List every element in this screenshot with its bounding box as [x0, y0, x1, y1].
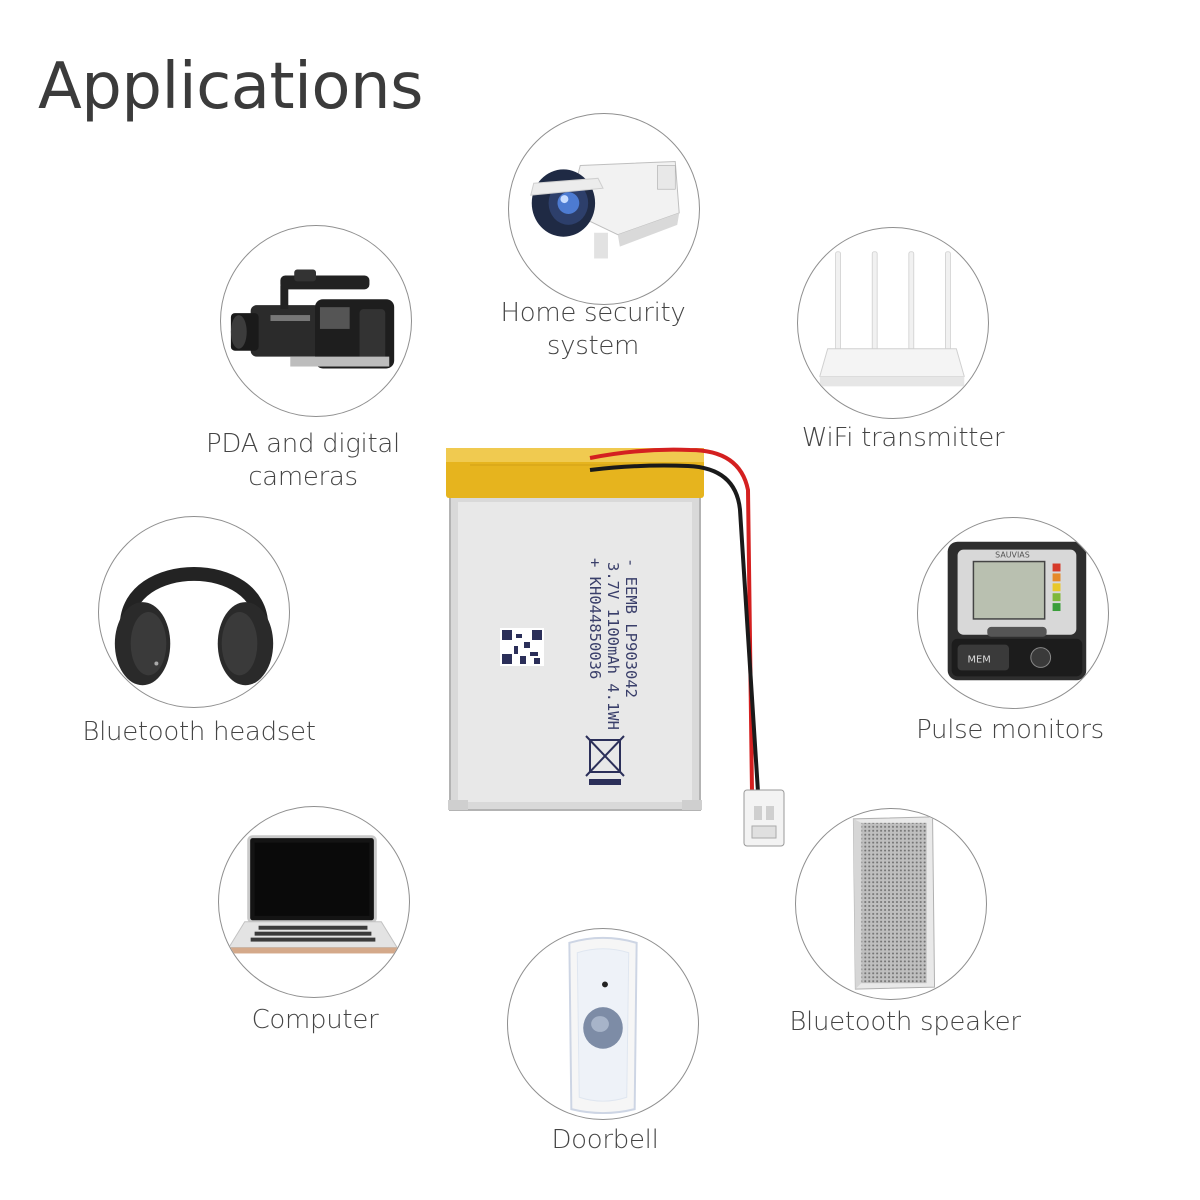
- battery-label-line3: + KH044850036: [586, 558, 604, 679]
- home-security-label-line2: system: [546, 331, 640, 361]
- headset-circle: [98, 516, 290, 708]
- speaker-label-line1: Bluetooth speaker: [789, 1007, 1021, 1037]
- security-camera-icon: [530, 160, 680, 259]
- blood-pressure-monitor-icon: SAUVIAS MEM: [947, 541, 1087, 681]
- speaker-icon: [852, 816, 936, 990]
- home-security-label-line1: Home security: [500, 298, 686, 328]
- wifi-circle: [797, 227, 989, 419]
- computer-label: Computer: [192, 1004, 438, 1037]
- qr-code: [500, 628, 544, 666]
- speaker-label: Bluetooth speaker: [770, 1006, 1040, 1039]
- doorbell-circle: [507, 928, 699, 1120]
- doorbell-icon: [568, 936, 638, 1115]
- pulse-circle: SAUVIAS MEM: [917, 517, 1109, 709]
- battery-label-line1: - EEMB LP903042: [622, 558, 640, 698]
- pda-cameras-circle: [220, 225, 412, 417]
- pda-cameras-label-line2: cameras: [248, 462, 358, 492]
- pulse-label: Pulse monitors: [887, 714, 1133, 747]
- pulse-label-line1: Pulse monitors: [916, 715, 1104, 745]
- home-security-label: Home security system: [470, 297, 716, 363]
- speaker-circle: [795, 808, 987, 1000]
- laptop-icon: [228, 835, 399, 954]
- router-icon: [819, 251, 965, 387]
- battery-illustration: - EEMB LP903042 3.7V 1100mAh 4.1WH + KH0…: [446, 447, 785, 847]
- lipo-battery: - EEMB LP903042 3.7V 1100mAh 4.1WH + KH0…: [440, 430, 800, 860]
- pda-cameras-label: PDA and digital cameras: [180, 428, 426, 494]
- wifi-label: WiFi transmitter: [780, 422, 1026, 455]
- camcorder-icon: [230, 269, 395, 369]
- headset-label-line1: Bluetooth headset: [82, 717, 316, 747]
- battery-label-line2: 3.7V 1100mAh 4.1WH: [604, 562, 622, 730]
- mem-button-label: MEM: [967, 654, 990, 665]
- home-security-circle: [508, 113, 700, 305]
- monitor-brand: SAUVIAS: [995, 551, 1030, 560]
- pda-cameras-label-line1: PDA and digital: [206, 429, 400, 459]
- computer-circle: [218, 806, 410, 998]
- computer-label-line1: Computer: [251, 1005, 379, 1035]
- headphones-icon: [114, 567, 274, 686]
- weee-bin-icon: [585, 735, 625, 785]
- headset-label: Bluetooth headset: [76, 716, 322, 749]
- doorbell-label: Doorbell: [482, 1124, 728, 1157]
- wifi-label-line1: WiFi transmitter: [801, 423, 1005, 453]
- page-title: Applications: [38, 50, 423, 124]
- doorbell-label-line1: Doorbell: [551, 1125, 659, 1155]
